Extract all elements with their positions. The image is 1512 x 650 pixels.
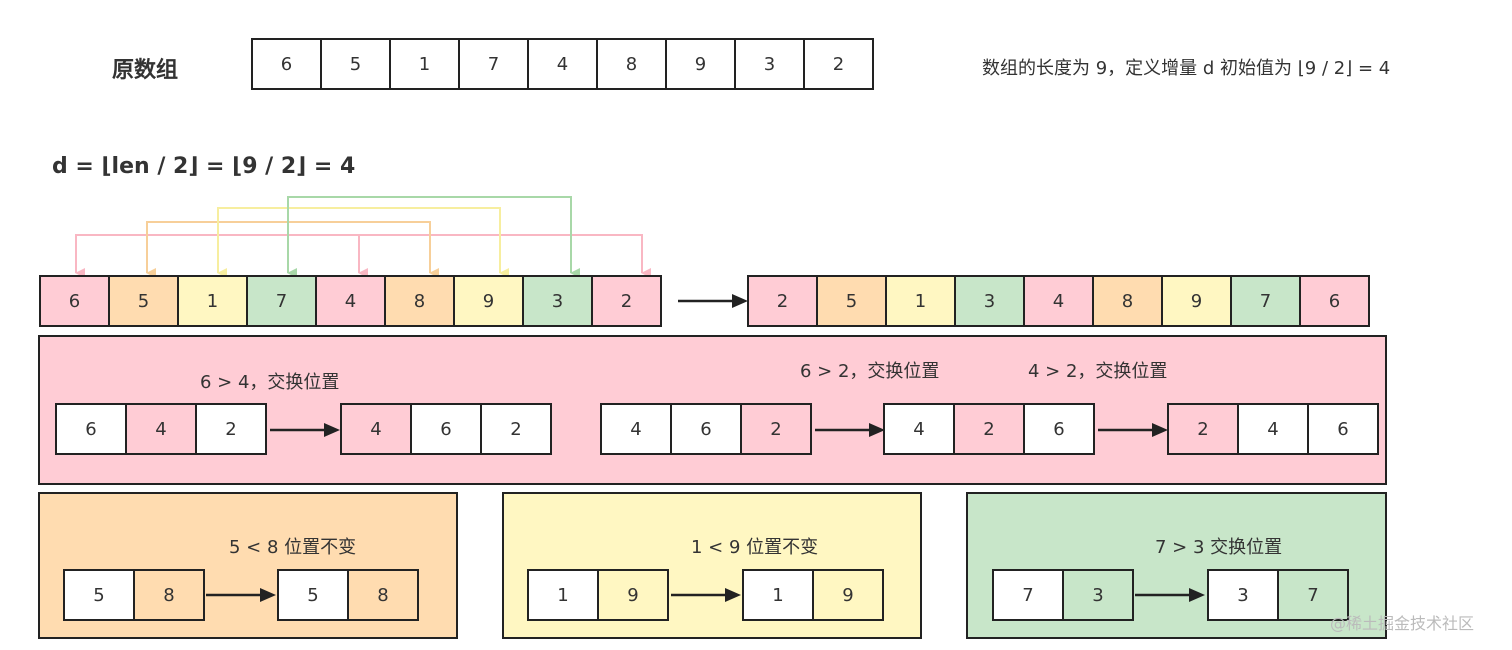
array-cell: 5	[816, 275, 887, 327]
array-cell: 5	[108, 275, 179, 327]
array-cell: 6	[39, 275, 110, 327]
array-cell: 6	[1307, 403, 1379, 455]
array-cell: 1	[177, 275, 248, 327]
array-cell: 7	[1277, 569, 1349, 621]
array-cell: 2	[740, 403, 812, 455]
array-cell: 4	[1237, 403, 1309, 455]
array-cell: 6	[1023, 403, 1095, 455]
array-cell: 8	[347, 569, 419, 621]
array-cell: 3	[522, 275, 593, 327]
transform-arrow	[678, 294, 748, 308]
array-cell: 4	[883, 403, 955, 455]
array-cell: 1	[389, 38, 460, 90]
array-cell: 9	[597, 569, 669, 621]
array-cell: 2	[953, 403, 1025, 455]
array-cell: 1	[742, 569, 814, 621]
array-cell: 5	[320, 38, 391, 90]
array-cell: 6	[55, 403, 127, 455]
array-cell: 4	[340, 403, 412, 455]
array-cell: 4	[125, 403, 197, 455]
array-cell: 1	[527, 569, 599, 621]
array-cell: 2	[747, 275, 818, 327]
pink-step3-caption: 4 > 2，交换位置	[1028, 361, 1168, 382]
array-cell: 3	[734, 38, 805, 90]
green-arrow	[1135, 588, 1205, 602]
yellow-group-connector	[217, 207, 509, 275]
array-cell: 6	[670, 403, 742, 455]
green-group-connector	[287, 196, 580, 275]
array-cell: 6	[410, 403, 482, 455]
array-cell: 2	[591, 275, 662, 327]
array-cell: 6	[1299, 275, 1370, 327]
pink-arrow-2	[815, 423, 885, 437]
pink-arrow-1	[270, 423, 340, 437]
array-cell: 9	[812, 569, 884, 621]
array-cell: 8	[596, 38, 667, 90]
array-cell: 7	[992, 569, 1064, 621]
array-cell: 3	[1207, 569, 1279, 621]
array-cell: 4	[527, 38, 598, 90]
array-cell: 5	[277, 569, 349, 621]
array-cell: 4	[600, 403, 672, 455]
array-cell: 2	[1167, 403, 1239, 455]
array-cell: 4	[315, 275, 386, 327]
orange-caption: 5 < 8 位置不变	[229, 537, 357, 558]
watermark: @稀土掘金技术社区	[1330, 614, 1475, 633]
array-cell: 1	[885, 275, 956, 327]
group-connectors	[75, 196, 651, 275]
array-cell: 2	[803, 38, 874, 90]
yellow-caption: 1 < 9 位置不变	[691, 537, 819, 558]
array-cell: 3	[1062, 569, 1134, 621]
array-cell: 6	[251, 38, 322, 90]
yellow-arrow	[671, 588, 741, 602]
pink-group-panel	[38, 335, 1387, 485]
original-array-title: 原数组	[112, 58, 179, 83]
array-cell: 2	[480, 403, 552, 455]
pink-step2-caption: 6 > 2，交换位置	[800, 361, 940, 382]
array-cell: 2	[195, 403, 267, 455]
array-cell: 7	[246, 275, 317, 327]
array-cell: 9	[453, 275, 524, 327]
array-cell: 8	[133, 569, 205, 621]
orange-arrow	[206, 588, 276, 602]
array-cell: 3	[954, 275, 1025, 327]
array-cell: 7	[1230, 275, 1301, 327]
array-cell: 7	[458, 38, 529, 90]
array-cell: 8	[384, 275, 455, 327]
array-cell: 8	[1092, 275, 1163, 327]
green-caption: 7 > 3 交换位置	[1155, 537, 1283, 558]
array-cell: 9	[1161, 275, 1232, 327]
increment-note: 数组的长度为 9，定义增量 d 初始值为 ⌊9 / 2⌋ = 4	[982, 58, 1391, 79]
array-cell: 4	[1023, 275, 1094, 327]
increment-formula: d = ⌊len / 2⌋ = ⌊9 / 2⌋ = 4	[52, 154, 356, 179]
pink-group-connector	[75, 234, 651, 275]
pink-arrow-3	[1098, 423, 1168, 437]
array-cell: 5	[63, 569, 135, 621]
pink-step1-caption: 6 > 4，交换位置	[200, 372, 340, 393]
array-cell: 9	[665, 38, 736, 90]
